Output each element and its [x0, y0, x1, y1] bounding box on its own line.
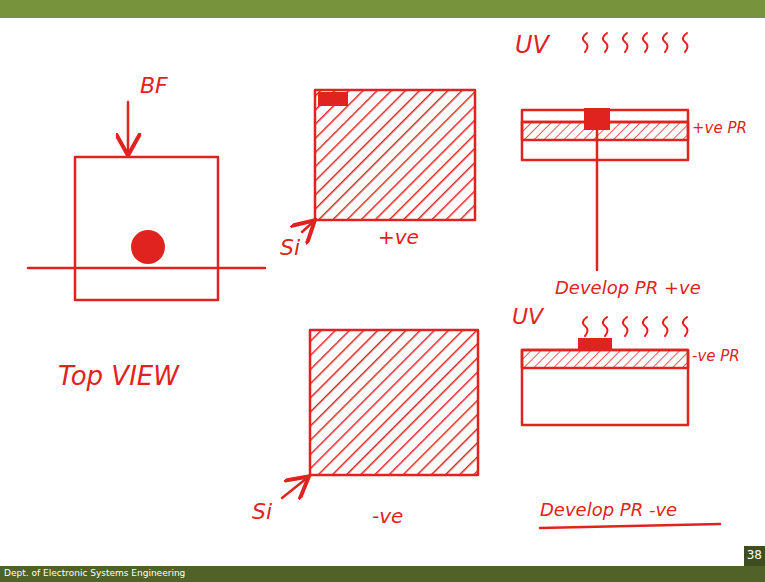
footer-bar — [0, 566, 765, 582]
header-bar — [0, 0, 765, 18]
uv-rays — [583, 33, 688, 52]
resist-type-label: +ve — [378, 226, 419, 248]
exposed-spot — [584, 108, 610, 130]
develop-note: Develop PR +ve — [555, 278, 701, 298]
resist-type-label: -ve — [372, 505, 403, 527]
footer-text: Dept. of Electronic Systems Engineering — [4, 569, 185, 579]
develop-note: Develop PR -ve — [540, 500, 677, 520]
wafer-top-view — [75, 157, 218, 300]
substrate-label: Si — [252, 500, 272, 524]
develop-leader — [596, 130, 599, 270]
underline — [540, 524, 720, 528]
substrate-label: Si — [280, 236, 300, 260]
view-caption: Top VIEW — [58, 362, 179, 391]
positive-resist-wafer — [315, 90, 475, 220]
bf-arrow — [127, 102, 130, 153]
section-line — [28, 267, 265, 270]
page-number-box — [744, 546, 765, 566]
uv-label: UV — [512, 305, 543, 329]
si-arrow — [282, 478, 307, 498]
corner-mark — [318, 92, 348, 106]
uv-rays — [583, 317, 688, 336]
uv-label: UV — [515, 32, 549, 58]
negative-resist-layer — [522, 350, 688, 368]
defect-dot — [131, 230, 165, 264]
cross-section-negative — [522, 350, 688, 425]
resist-label: -ve PR — [692, 348, 740, 365]
page-number: 38 — [747, 549, 762, 562]
negative-resist-wafer — [310, 330, 478, 475]
beam-label: BF — [140, 74, 168, 98]
exposed-spot — [578, 338, 612, 350]
resist-label: +ve PR — [692, 120, 747, 137]
si-arrow — [302, 222, 313, 232]
